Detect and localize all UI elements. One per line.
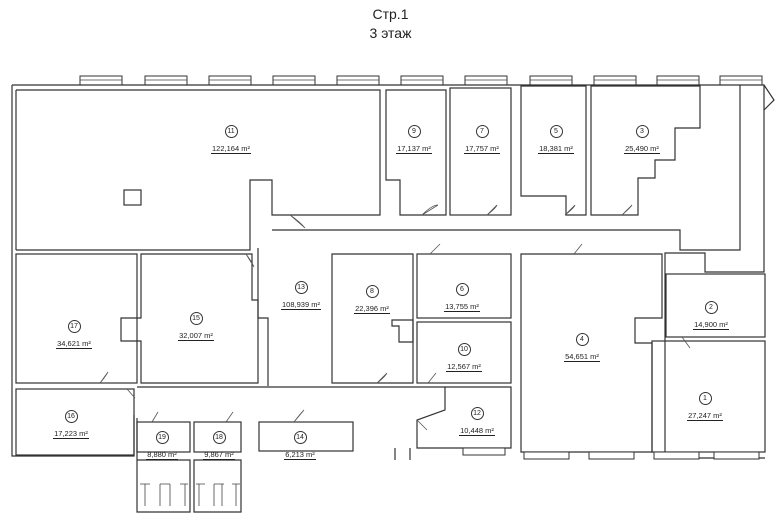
room-number: 4 <box>575 333 589 346</box>
room-label-14: 14 6,213 m² <box>273 426 327 462</box>
room-label-5: 5 18,381 m² <box>528 120 584 156</box>
room-area: 8,880 m² <box>146 450 178 460</box>
room-area: 27,247 m² <box>687 411 723 421</box>
room-label-10: 10 12,567 m² <box>433 338 495 374</box>
room-number: 7 <box>475 125 489 138</box>
room-label-19: 19 8,880 m² <box>136 426 188 462</box>
room-area: 13,755 m² <box>444 302 480 312</box>
corridor-walls <box>257 85 741 386</box>
bottom-windows <box>462 447 760 460</box>
room-label-1: 1 27,247 m² <box>674 387 736 423</box>
room-number: 8 <box>365 285 379 298</box>
room-number: 6 <box>455 283 469 296</box>
room-label-9: 9 17,137 m² <box>386 120 442 156</box>
room-label-2: 2 14,900 m² <box>680 296 742 332</box>
room-number: 10 <box>457 343 471 356</box>
room-number: 1 <box>698 392 712 405</box>
room-label-3: 3 25,490 m² <box>613 120 671 156</box>
room-area: 10,448 m² <box>459 426 495 436</box>
room-label-18: 18 9,867 m² <box>194 426 244 462</box>
room-number: 15 <box>189 312 203 325</box>
room-area: 54,651 m² <box>564 352 600 362</box>
room-number: 13 <box>294 281 308 294</box>
room-number: 17 <box>67 320 81 333</box>
room-label-4: 4 54,651 m² <box>549 328 615 364</box>
room-number: 5 <box>549 125 563 138</box>
room-number: 19 <box>155 431 169 444</box>
room-number: 14 <box>293 431 307 444</box>
room-area: 108,939 m² <box>281 300 321 310</box>
middle-rooms-walls <box>331 253 512 449</box>
floor-label: 3 этаж <box>369 25 412 41</box>
room-area: 6,213 m² <box>284 450 316 460</box>
top-windows <box>79 75 763 86</box>
room-11-walls <box>16 89 381 251</box>
room-area: 18,381 m² <box>538 144 574 154</box>
room-area: 32,007 m² <box>178 331 214 341</box>
room-label-17: 17 34,621 m² <box>43 315 105 351</box>
room-area: 122,164 m² <box>211 144 251 154</box>
room-label-16: 16 17,223 m² <box>40 405 102 441</box>
room-number: 9 <box>407 125 421 138</box>
room-area: 22,396 m² <box>354 304 390 314</box>
room-number: 11 <box>224 125 238 138</box>
room-number: 3 <box>635 125 649 138</box>
room-area: 25,490 m² <box>624 144 660 154</box>
room-number: 18 <box>212 431 226 444</box>
room-label-12: 12 10,448 m² <box>446 402 508 438</box>
doors <box>99 204 691 431</box>
room-area: 14,900 m² <box>693 320 729 330</box>
room-number: 12 <box>470 407 484 420</box>
room-label-13: 13 108,939 m² <box>268 276 334 312</box>
room-label-15: 15 32,007 m² <box>165 307 227 343</box>
room-number: 16 <box>64 410 78 423</box>
room-label-11: 11 122,164 m² <box>196 120 266 156</box>
room-area: 34,621 m² <box>56 339 92 349</box>
room-area: 17,757 m² <box>464 144 500 154</box>
room-label-7: 7 17,757 m² <box>454 120 510 156</box>
room-number: 2 <box>704 301 718 314</box>
room-label-6: 6 13,755 m² <box>431 278 493 314</box>
room-area: 12,567 m² <box>446 362 482 372</box>
room-label-8: 8 22,396 m² <box>342 280 402 316</box>
room-area: 17,223 m² <box>53 429 89 439</box>
left-rooms-walls <box>15 253 259 456</box>
bottom-left-walls <box>136 386 445 513</box>
page-label: Стр.1 <box>372 6 409 22</box>
room-area: 9,867 m² <box>203 450 235 460</box>
room-area: 17,137 m² <box>396 144 432 154</box>
